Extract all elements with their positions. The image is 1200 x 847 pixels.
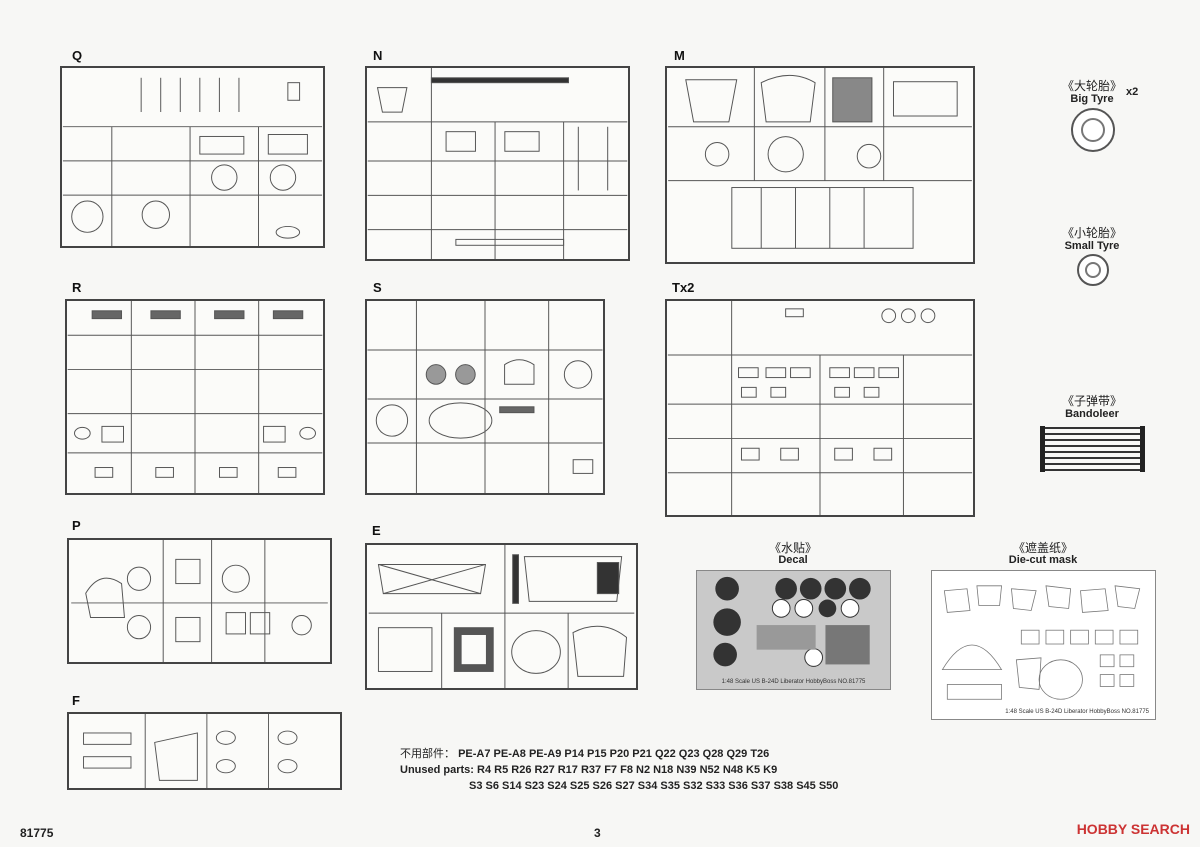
page-number: 3 xyxy=(594,826,601,840)
unused-parts-line-1: PE-A7 PE-A8 PE-A9 P14 P15 P20 P21 Q22 Q2… xyxy=(458,748,770,760)
sprue-p-drawing xyxy=(71,540,328,662)
sprue-q-drawing xyxy=(62,77,323,246)
big-tyre-en-label: Big Tyre xyxy=(1070,93,1114,105)
sprue-f xyxy=(67,712,342,790)
unused-parts-cn-label: 不用部件： xyxy=(400,747,455,760)
mask-sheet-drawing xyxy=(941,585,1141,700)
sprue-e xyxy=(365,543,638,690)
bandoleer-cn-label: 《子弹带》 xyxy=(1061,394,1122,408)
decal-sheet: 1:48 Scale US B-24D Liberator HobbyBoss … xyxy=(696,570,891,690)
sprue-e-letter: E xyxy=(372,523,381,538)
sprue-q-letter: Q xyxy=(72,48,83,63)
small-tyre-image xyxy=(1077,254,1109,286)
sprue-s xyxy=(365,299,605,495)
mask-sheet: 1:48 Scale US B-24D Liberator HobbyBoss … xyxy=(931,570,1156,720)
unused-parts-list: 不用部件： PE-A7 PE-A8 PE-A9 P14 P15 P20 P21 … xyxy=(400,746,838,794)
sprue-tx2 xyxy=(665,299,975,517)
sprue-f-drawing xyxy=(83,714,298,788)
sprue-p xyxy=(67,538,332,664)
sprue-n xyxy=(365,66,630,261)
sprue-s-drawing xyxy=(367,301,603,493)
decal-sheet-caption: 1:48 Scale US B-24D Liberator HobbyBoss … xyxy=(721,679,866,685)
small-tyre-en-label: Small Tyre xyxy=(1064,240,1120,252)
sprue-tx2-letter: Tx2 xyxy=(672,280,695,295)
sprue-m-drawing xyxy=(668,68,972,249)
decal-sheet-drawing xyxy=(713,576,871,667)
sprue-tx2-drawing xyxy=(667,301,973,515)
sprue-m-letter: M xyxy=(674,48,685,63)
mask-cn-label: 《遮盖纸》 xyxy=(1012,541,1073,555)
sprue-q xyxy=(60,66,325,248)
bandoleer-en-label: Bandoleer xyxy=(1065,408,1119,420)
sprue-r xyxy=(65,299,325,495)
sprue-f-letter: F xyxy=(72,693,80,708)
sprue-n-letter: N xyxy=(373,48,383,63)
sprue-n-drawing xyxy=(367,68,628,259)
unused-parts-en-label: Unused parts: xyxy=(400,764,474,776)
bandoleer-image xyxy=(1040,426,1145,472)
big-tyre-image xyxy=(1071,108,1115,152)
small-tyre-cn-label: 《小轮胎》 xyxy=(1061,226,1122,240)
decal-cn-label: 《水贴》 xyxy=(768,541,817,555)
mask-sheet-caption: 1:48 Scale US B-24D Liberator HobbyBoss … xyxy=(1005,709,1149,715)
sprue-r-letter: R xyxy=(72,280,82,295)
hobby-search-watermark: HOBBY SEARCH xyxy=(1076,821,1190,837)
kit-number: 81775 xyxy=(20,826,54,840)
decal-en-label: Decal xyxy=(778,554,808,566)
unused-parts-line-3: S3 S6 S14 S23 S24 S25 S26 S27 S34 S35 S3… xyxy=(469,780,839,792)
big-tyre-cn-label: 《大轮胎》 xyxy=(1061,79,1122,93)
sprue-s-letter: S xyxy=(373,280,382,295)
sprue-e-drawing xyxy=(368,545,635,688)
sprue-p-letter: P xyxy=(72,518,81,533)
sprue-r-drawing xyxy=(67,301,323,493)
mask-en-label: Die-cut mask xyxy=(1008,554,1078,566)
sprue-m xyxy=(665,66,975,264)
big-tyre-count: x2 xyxy=(1126,86,1139,98)
unused-parts-line-2: R4 R5 R26 R27 R17 R37 F7 F8 N2 N18 N39 N… xyxy=(477,764,778,776)
